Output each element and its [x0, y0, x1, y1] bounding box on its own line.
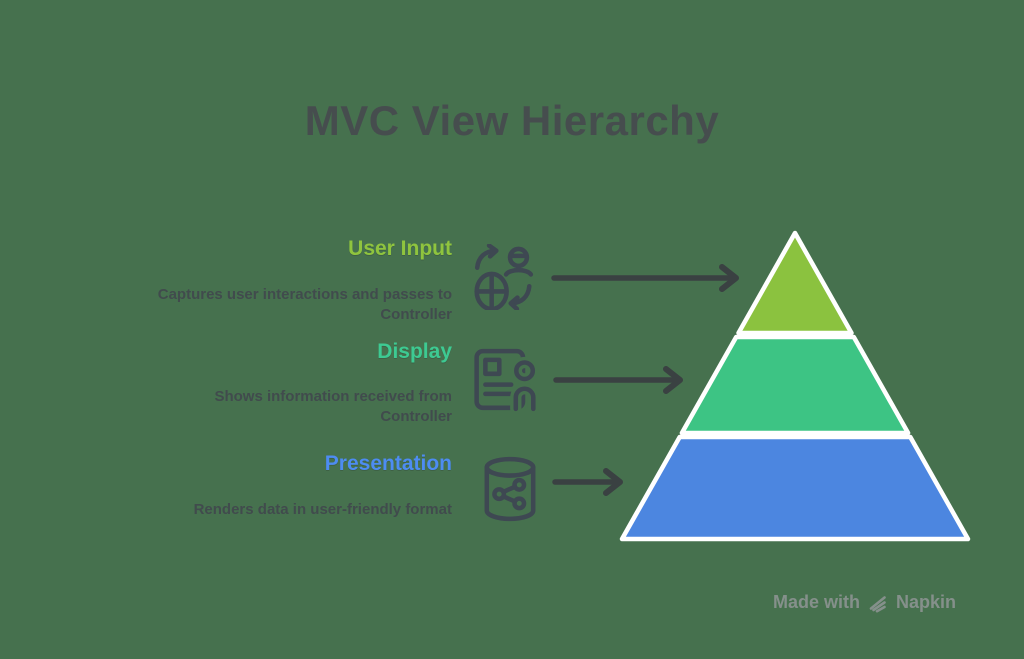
- document-text-lines: [483, 382, 514, 397]
- pyramid-chart: [619, 230, 971, 542]
- database-body: [484, 465, 536, 522]
- desc-line: Renders data in user-friendly format: [193, 501, 452, 518]
- desc-display: Shows information received from Controll…: [60, 387, 452, 427]
- napkin-logo-icon: [869, 595, 886, 612]
- desc-user-input: Captures user interactions and passes to…: [60, 285, 452, 325]
- desc-presentation: Renders data in user-friendly format: [60, 500, 452, 520]
- display-document-icon: [474, 348, 539, 414]
- desc-line: Controller: [380, 408, 452, 425]
- share-node: [492, 487, 507, 502]
- share-links: [501, 484, 517, 504]
- cycle-arrow-bottom-head: [508, 295, 520, 310]
- database-top: [484, 456, 536, 478]
- desc-line: Captures user interactions and passes to: [157, 286, 452, 303]
- napkin-watermark: Made with Napkin: [773, 592, 956, 613]
- user-interaction-icon: [474, 244, 534, 310]
- database-share-icon: [484, 456, 536, 522]
- label-presentation: Presentation: [324, 452, 452, 475]
- pyramid-layer-bottom: [619, 434, 971, 542]
- pyramid-layer-middle: [679, 334, 911, 436]
- cycle-arrow-top: [474, 248, 498, 270]
- pyramid-layer-top: [736, 230, 854, 336]
- desc-line: Controller: [380, 306, 452, 323]
- person-body: [513, 386, 536, 412]
- watermark-made-with: Made with: [773, 592, 861, 612]
- desc-line: Shows information received from: [214, 388, 452, 405]
- person-head: [514, 360, 536, 382]
- person-shoulders: [503, 267, 534, 277]
- watermark-brand: Napkin: [896, 592, 957, 612]
- label-display: Display: [377, 340, 452, 363]
- controller-cross: [474, 272, 509, 310]
- diagram-title: MVC View Hierarchy: [304, 97, 720, 144]
- cycle-arrow-top-head: [486, 244, 499, 259]
- document-thumbnail: [483, 357, 502, 377]
- label-user-input: User Input: [348, 237, 452, 260]
